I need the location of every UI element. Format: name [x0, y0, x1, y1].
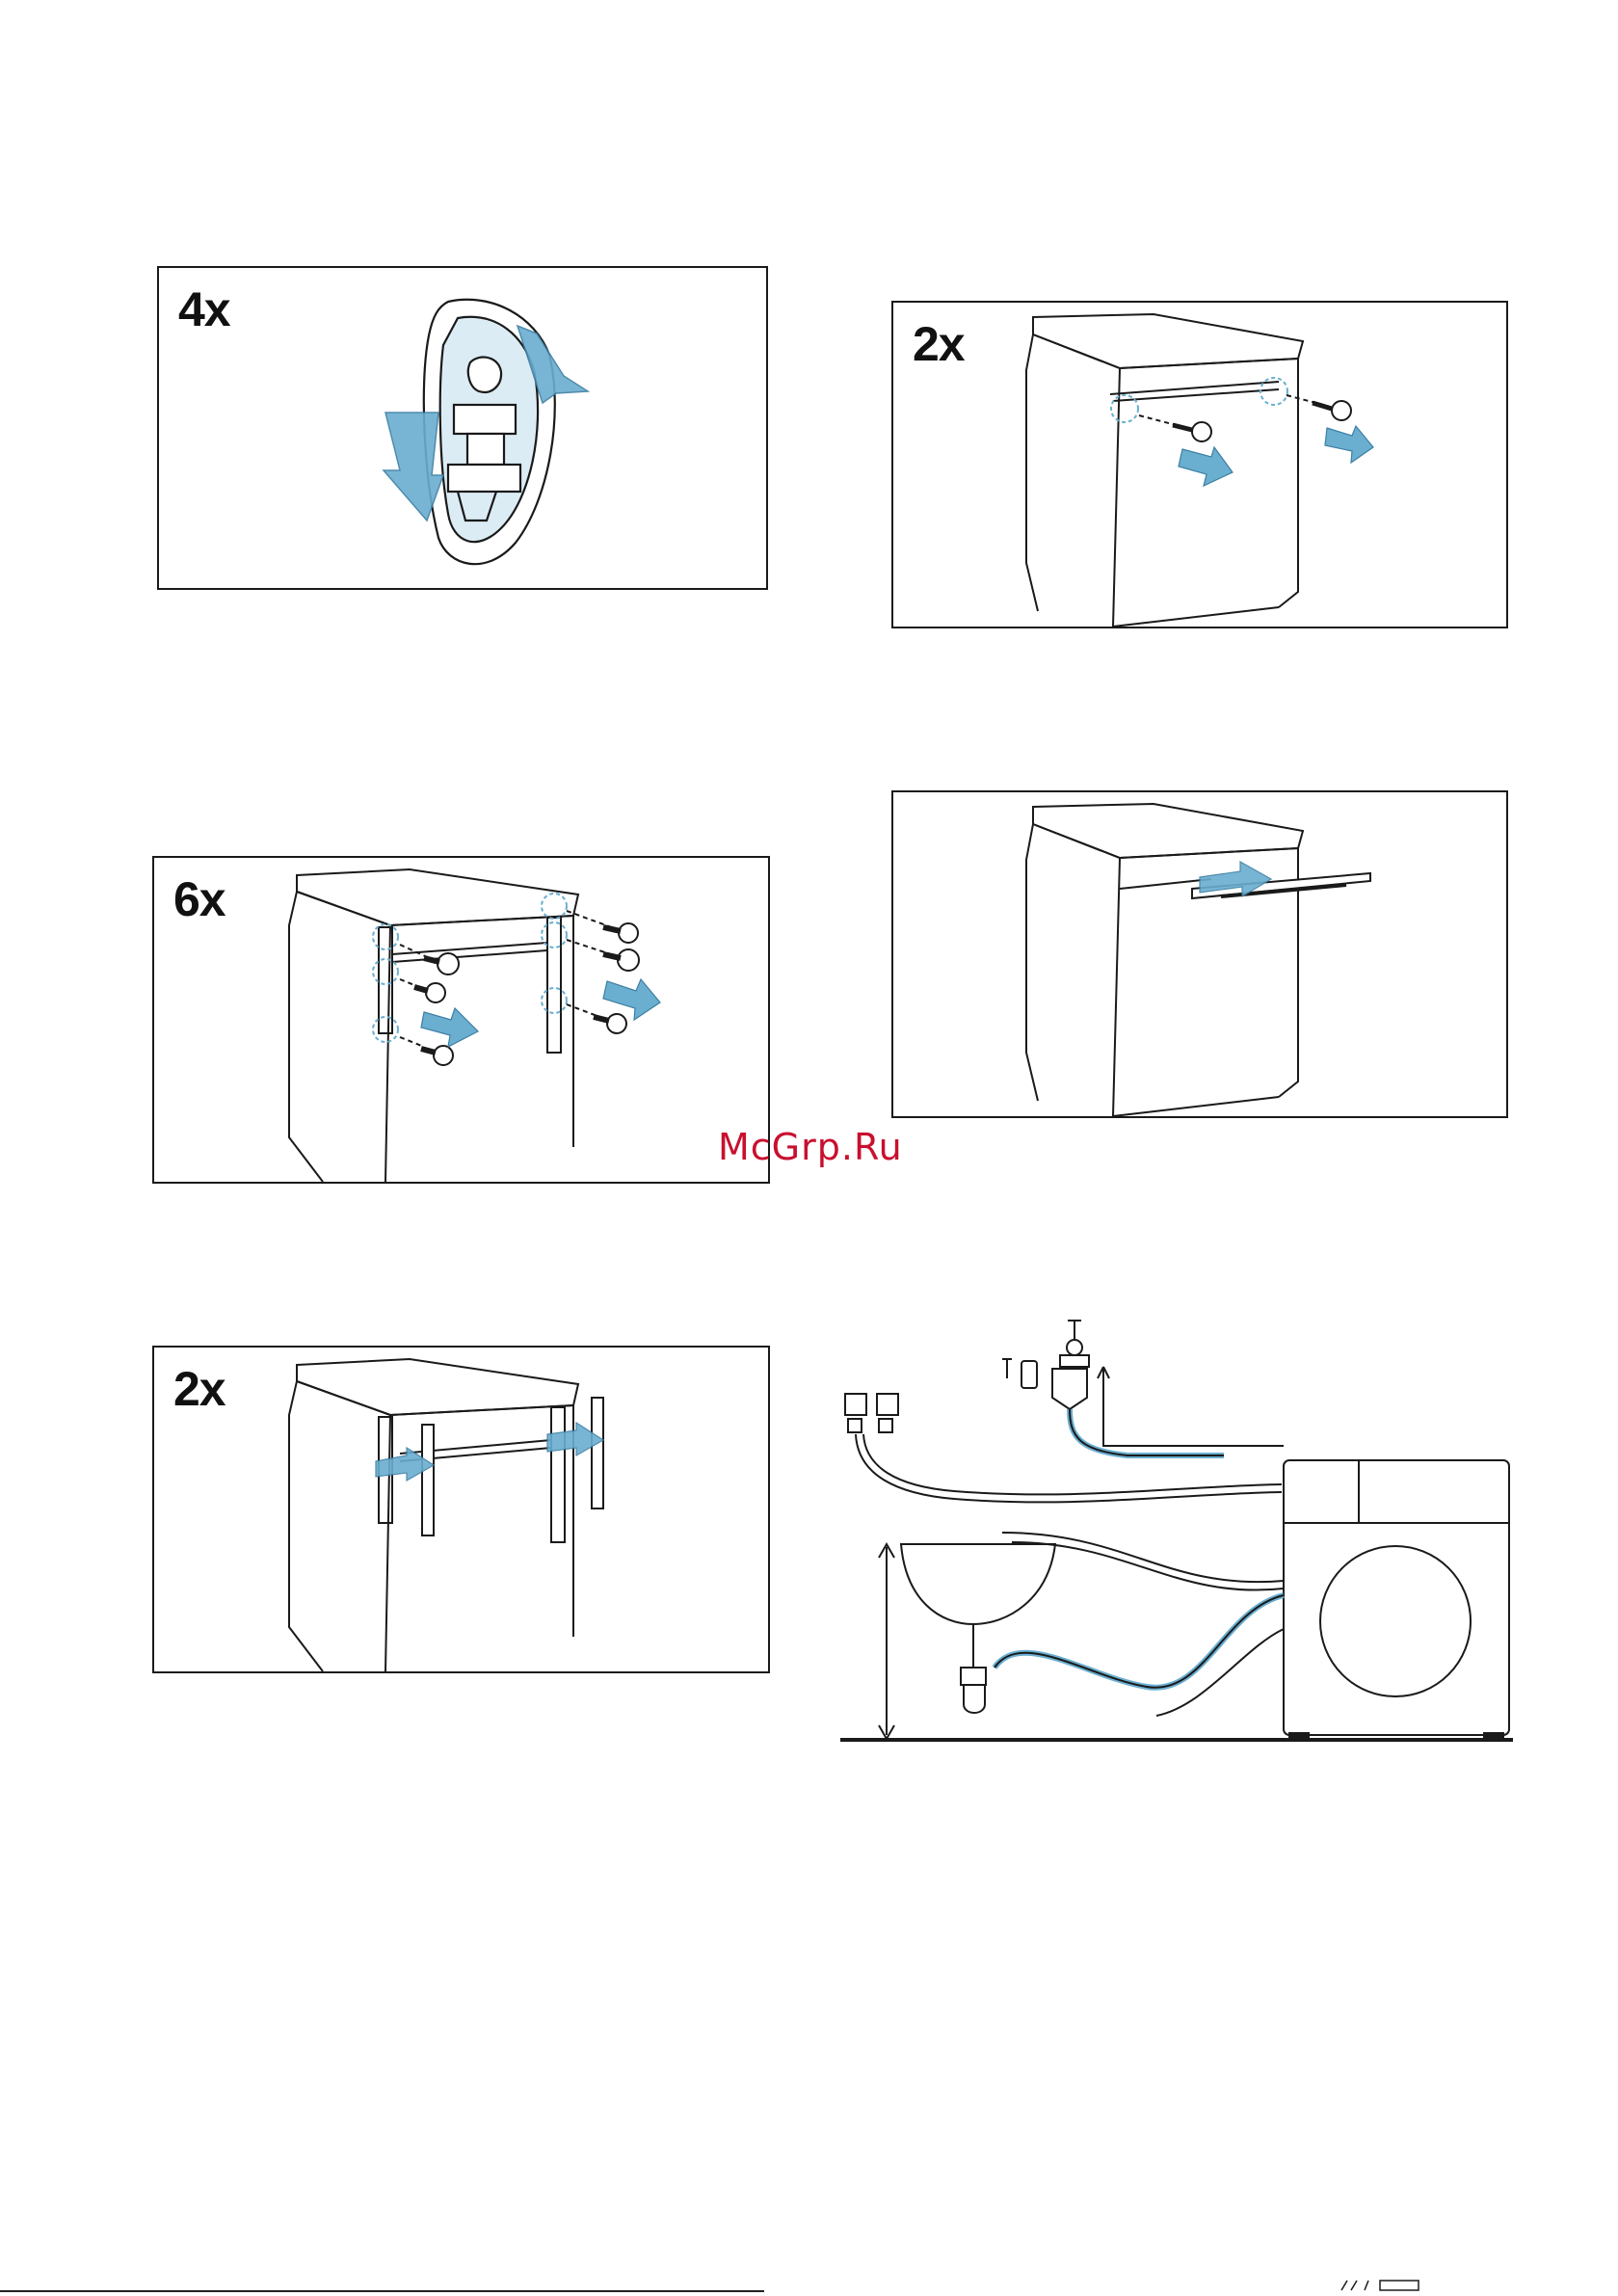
watermark-text: McGrp.Ru — [718, 1126, 903, 1168]
rear-screws-illustration — [893, 303, 1506, 627]
transport-bolts-illustration — [154, 858, 768, 1182]
installation-diagram — [838, 1301, 1513, 1745]
transport-bolts-panel: 6x — [152, 856, 770, 1184]
foot-panel: 4x — [157, 266, 768, 590]
bracket-rail-illustration — [893, 792, 1506, 1116]
brackets-illustration — [154, 1348, 768, 1671]
footer-marks — [1339, 2279, 1426, 2292]
brackets-panel: 2x — [152, 1346, 770, 1673]
bracket-rail-panel — [891, 790, 1508, 1118]
footer-rule — [0, 2290, 764, 2292]
foot-illustration — [159, 268, 766, 588]
rear-screws-panel: 2x — [891, 301, 1508, 628]
sink — [901, 1544, 1055, 1624]
